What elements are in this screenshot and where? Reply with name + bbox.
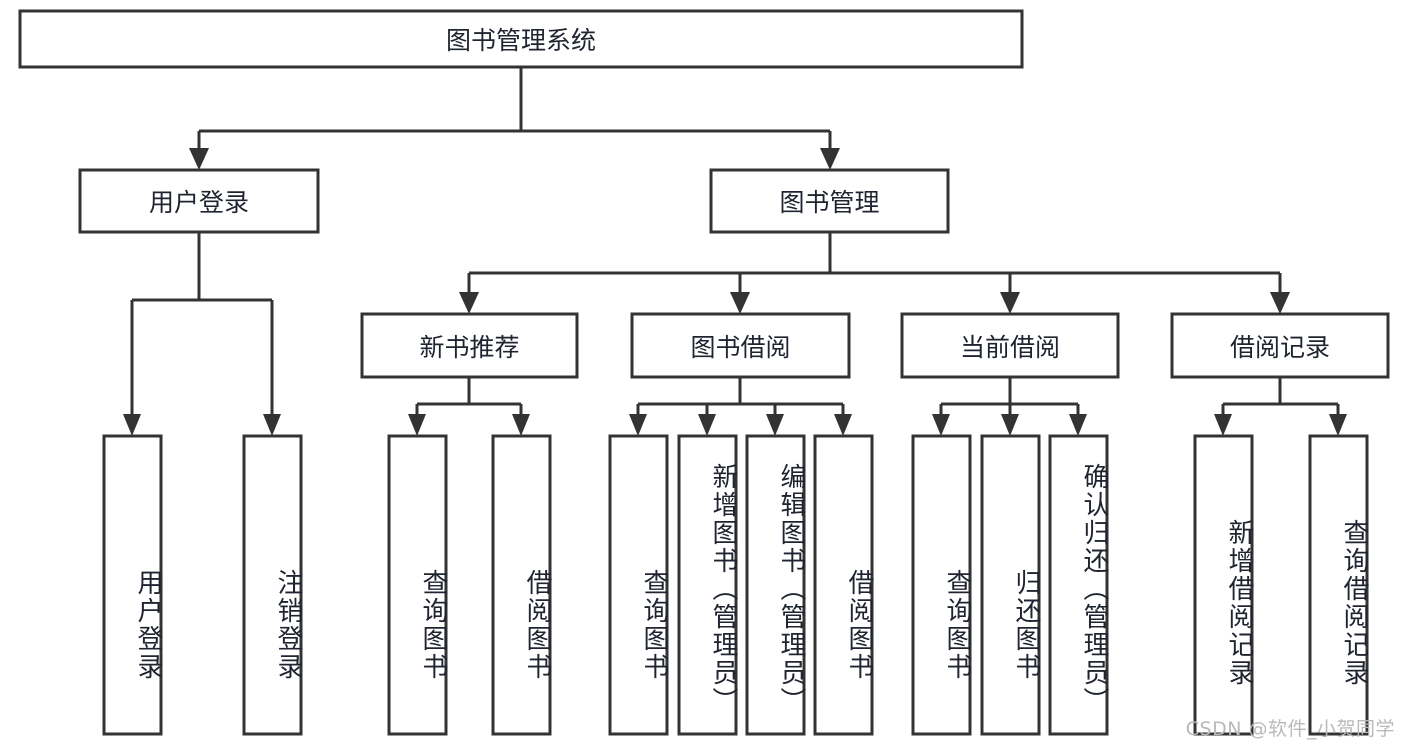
node-leaf-user-login-box[interactable] bbox=[102, 434, 163, 736]
node-leaf-return-book-box[interactable] bbox=[980, 434, 1041, 736]
arrowhead-book-borrow bbox=[730, 292, 750, 314]
node-book-manage-box[interactable] bbox=[709, 168, 950, 234]
arrowhead-leaf-query-book-3 bbox=[932, 414, 950, 436]
node-leaf-borrow-book-1-box[interactable] bbox=[491, 434, 552, 736]
node-leaf-user-logout-box[interactable] bbox=[242, 434, 303, 736]
node-book-borrow-box[interactable] bbox=[630, 312, 851, 379]
arrowhead-leaf-user-logout bbox=[263, 414, 281, 436]
arrowhead-leaf-add-book bbox=[698, 414, 716, 436]
nodes-layer bbox=[18, 9, 1390, 736]
csdn-watermark: CSDN @软件_小贺同学 bbox=[1185, 718, 1395, 740]
node-root-box[interactable] bbox=[18, 9, 1024, 69]
arrowhead-leaf-confirm-return bbox=[1069, 414, 1087, 436]
node-leaf-edit-book-box[interactable] bbox=[745, 434, 806, 736]
node-leaf-confirm-return-box[interactable] bbox=[1048, 434, 1109, 736]
node-leaf-add-record-box[interactable] bbox=[1193, 434, 1254, 736]
arrowhead-leaf-query-record bbox=[1329, 414, 1347, 436]
node-user-login-box[interactable] bbox=[78, 168, 320, 234]
arrowheads-layer bbox=[123, 148, 1347, 436]
arrowhead-leaf-edit-book bbox=[766, 414, 784, 436]
arrowhead-leaf-borrow-book-1 bbox=[512, 414, 530, 436]
arrowhead-leaf-query-book-1 bbox=[408, 414, 426, 436]
node-current-borrow-box[interactable] bbox=[900, 312, 1120, 379]
arrowhead-leaf-add-record bbox=[1214, 414, 1232, 436]
node-leaf-query-book-3-box[interactable] bbox=[911, 434, 972, 736]
arrowhead-user-login bbox=[189, 148, 209, 170]
arrowhead-borrow-record bbox=[1270, 292, 1290, 314]
arrowhead-new-book-recommend bbox=[459, 292, 479, 314]
node-leaf-add-book-box[interactable] bbox=[677, 434, 738, 736]
node-leaf-query-book-2-box[interactable] bbox=[608, 434, 669, 736]
node-leaf-query-book-1-box[interactable] bbox=[387, 434, 448, 736]
node-leaf-query-record-box[interactable] bbox=[1308, 434, 1369, 736]
edges-layer bbox=[130, 67, 1340, 414]
arrowhead-leaf-query-book-2 bbox=[629, 414, 647, 436]
arrowhead-leaf-user-login bbox=[123, 414, 141, 436]
arrowhead-leaf-borrow-book-2 bbox=[834, 414, 852, 436]
node-borrow-record-box[interactable] bbox=[1170, 312, 1390, 379]
arrowhead-current-borrow bbox=[1000, 292, 1020, 314]
node-new-book-recommend-box[interactable] bbox=[360, 312, 579, 379]
arrowhead-leaf-return-book bbox=[1001, 414, 1019, 436]
node-leaf-borrow-book-2-box[interactable] bbox=[813, 434, 874, 736]
arrowhead-book-manage bbox=[820, 148, 840, 170]
